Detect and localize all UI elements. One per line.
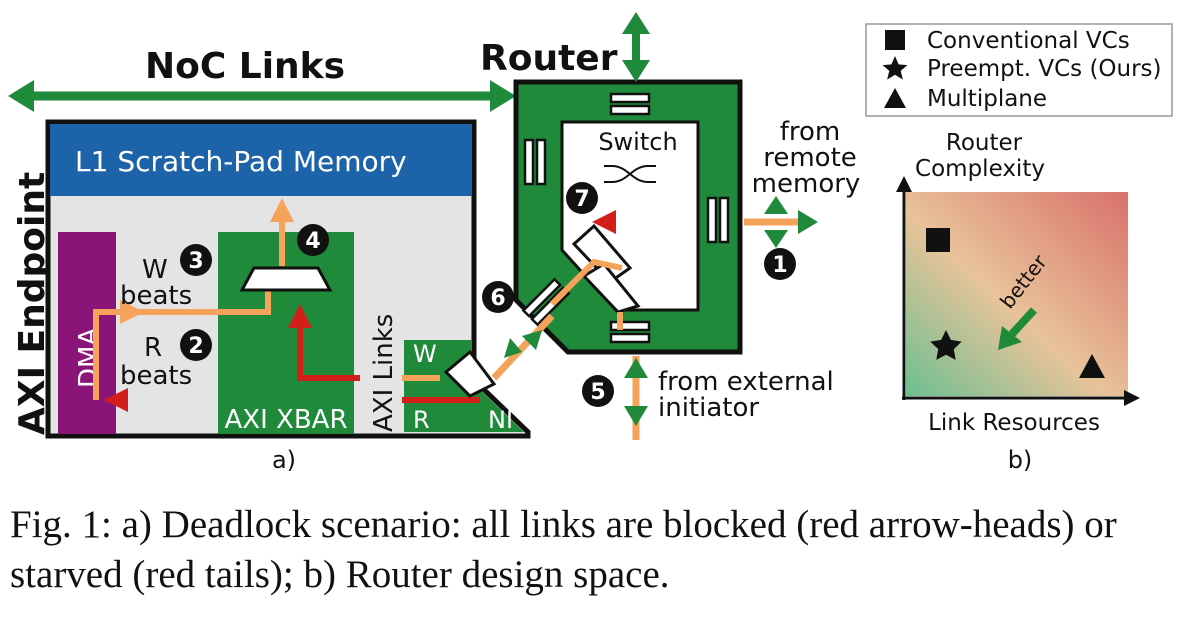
router-north-arrowhead-down [622, 60, 650, 82]
external-arrowhead-up [624, 358, 648, 378]
legend-square-icon [885, 30, 905, 50]
remote-arrowhead-down [764, 230, 788, 248]
external-arrowhead-down [624, 406, 648, 426]
svg-text:1: 1 [772, 253, 787, 278]
remote-label-line3: memory [752, 169, 861, 199]
buffer-local-a [521, 277, 562, 318]
legend-label-multiplane: Multiplane [927, 86, 1047, 112]
x-axis-arrowhead [1124, 390, 1140, 406]
dma-label: DMA [74, 328, 104, 388]
figure-caption: Fig. 1: a) Deadlock scenario: all links … [10, 503, 1117, 596]
legend-box [865, 23, 1173, 117]
step-badge-1: 1 [764, 248, 796, 280]
marker-multiplane [1079, 354, 1105, 378]
local-path [549, 258, 623, 307]
buffer-north-a [609, 92, 651, 104]
ni-router-arrowhead-a [504, 338, 522, 358]
w-beats-path [93, 286, 271, 400]
xbar-mux [239, 266, 333, 292]
legend-triangle-icon [884, 88, 906, 108]
router-buffers [521, 92, 730, 344]
noc-links-arrowhead-left [8, 80, 34, 112]
y-axis-label-line2: Complexity [915, 156, 1045, 182]
buffer-east-a [706, 196, 718, 244]
svg-text:5: 5 [590, 380, 605, 405]
legend-label-preempt: Preempt. VCs (Ours) [927, 56, 1162, 82]
buffer-south-a [609, 320, 651, 332]
remote-label-line1: from [780, 117, 841, 147]
legend-star-icon [882, 56, 908, 80]
r-beats-label-line1: R [144, 333, 162, 363]
external-label-line2: initiator [658, 393, 759, 423]
panel-a-tag: a) [272, 446, 296, 474]
remote-arrowhead-up [764, 196, 788, 214]
ni-w-label: W [413, 340, 437, 368]
switch-crossbar-icon [611, 165, 649, 183]
noc-links-label: NoC Links [145, 46, 345, 87]
ni-router-link [491, 313, 555, 381]
axi-xbar-label: AXI XBAR [224, 405, 347, 435]
buffer-west-b [535, 138, 547, 186]
figure-diagram: NoC Links AXI Endpoint L1 Scratch-Pad Me… [8, 12, 1173, 474]
step-badge-3: 3 [180, 244, 212, 276]
w-beats-label-line2: beats [120, 281, 192, 311]
router-label: Router [480, 38, 618, 79]
axi-xbar-block [218, 232, 354, 434]
buffer-east-b [718, 196, 730, 244]
step-badge-2: 2 [180, 329, 212, 361]
r-beats-label-line2: beats [120, 361, 192, 391]
better-arrowhead [998, 326, 1022, 350]
step-badge-4: 4 [297, 224, 329, 256]
remote-arrowhead-right [798, 210, 818, 234]
marker-preempt-vcs [930, 330, 962, 360]
svg-text:6: 6 [490, 286, 505, 311]
legend-label-conventional: Conventional VCs [927, 28, 1130, 54]
panel-a: NoC Links AXI Endpoint L1 Scratch-Pad Me… [8, 12, 860, 474]
svg-text:7: 7 [574, 187, 589, 212]
ni-router-arrowhead-b [522, 330, 542, 350]
y-axis-label-line1: Router [946, 130, 1023, 156]
switch-label: Switch [598, 128, 677, 156]
buffer-north-b [609, 104, 651, 116]
svg-text:3: 3 [188, 249, 203, 274]
buffer-south-b [609, 332, 651, 344]
better-arrow [1009, 307, 1037, 337]
router-north-arrowhead-up [622, 12, 650, 34]
ni-r-label: R [413, 406, 430, 434]
w-beats-label-line1: W [142, 255, 168, 285]
buffer-west-a [523, 138, 535, 186]
external-label-line1: from external [658, 367, 834, 397]
step-badge-6: 6 [482, 281, 514, 313]
ni-label: NI [488, 406, 513, 434]
step-badge-7: 7 [566, 182, 598, 214]
y-axis-arrowhead [896, 176, 912, 192]
remote-label-line2: remote [763, 143, 857, 173]
marker-conventional-vcs [926, 228, 950, 252]
axi-links-label: AXI Links [369, 314, 399, 432]
panel-b: Conventional VCs Preempt. VCs (Ours) Mul… [865, 23, 1173, 474]
w-xbar-path [288, 304, 360, 381]
noc-links-arrowhead-right [490, 80, 516, 112]
l1-memory-block [50, 124, 472, 196]
step-badge-5: 5 [582, 375, 614, 407]
svg-text:2: 2 [188, 334, 203, 359]
panel-b-tag: b) [1008, 446, 1033, 474]
svg-text:4: 4 [305, 229, 320, 254]
ni-mux [443, 349, 497, 398]
l1-memory-label: L1 Scratch-Pad Memory [75, 145, 407, 178]
x-axis-label: Link Resources [928, 410, 1100, 436]
switch-mux-lower [581, 262, 641, 314]
